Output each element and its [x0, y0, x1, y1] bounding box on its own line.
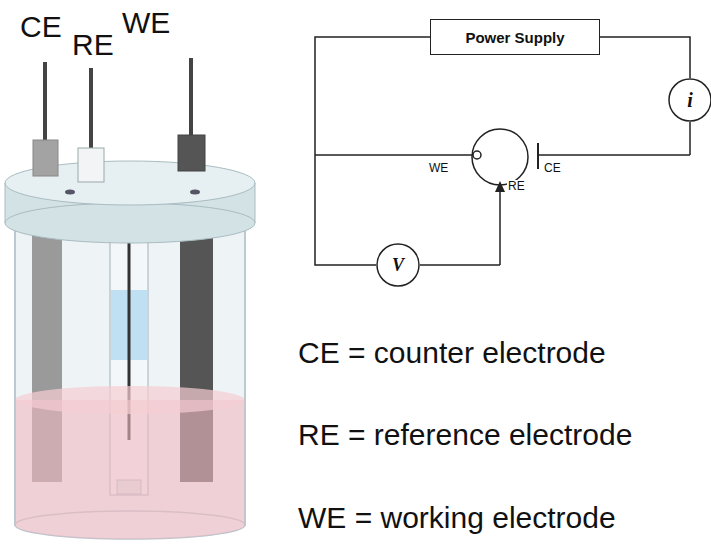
meter-circle: i [668, 78, 711, 122]
meter-ring [669, 79, 711, 121]
terminal-label: WE [428, 162, 449, 174]
electrode-label: CE [20, 12, 62, 42]
re-wire [499, 190, 501, 265]
electrolyte [15, 400, 245, 539]
ce-wire [538, 154, 690, 156]
ce-wire [689, 122, 691, 155]
jar-edge [244, 205, 246, 525]
definition-text: CE = counter electrode [298, 338, 606, 368]
working-cap [178, 135, 205, 171]
lid-hole [190, 190, 200, 195]
working-lead [189, 58, 193, 136]
electrolyte-surface [15, 386, 245, 414]
definition-text: WE = working electrode [298, 503, 616, 533]
reference-cap [78, 148, 104, 182]
re-wire [420, 264, 500, 266]
terminal-label: RE [507, 180, 526, 192]
lid-edge [5, 183, 6, 223]
box-label: Power Supply [465, 29, 564, 46]
counter-cap [33, 140, 58, 176]
circuit-wire [315, 37, 430, 265]
cell-symbol [472, 129, 528, 185]
we-terminal [473, 151, 481, 159]
lid-hole [65, 190, 75, 195]
power-supply-box: Power Supply [430, 19, 600, 55]
meter-ring [377, 244, 419, 286]
jar-edge [14, 205, 16, 525]
electrode-label: RE [72, 30, 114, 60]
electrode-label: WE [122, 8, 170, 38]
terminal-label: CE [543, 162, 562, 174]
definition-text: RE = reference electrode [298, 420, 632, 450]
circuit-wire [600, 37, 690, 78]
re-arrowhead [495, 181, 505, 192]
meter-circle: V [376, 243, 420, 287]
ce-terminal [537, 143, 539, 169]
lid-bottom [5, 203, 255, 243]
meter-symbol: i [687, 89, 693, 112]
counter-lead [43, 62, 47, 140]
reference-lead [89, 68, 93, 150]
meter-symbol: V [392, 255, 404, 276]
lid-edge [255, 183, 256, 223]
we-wire [315, 154, 473, 156]
